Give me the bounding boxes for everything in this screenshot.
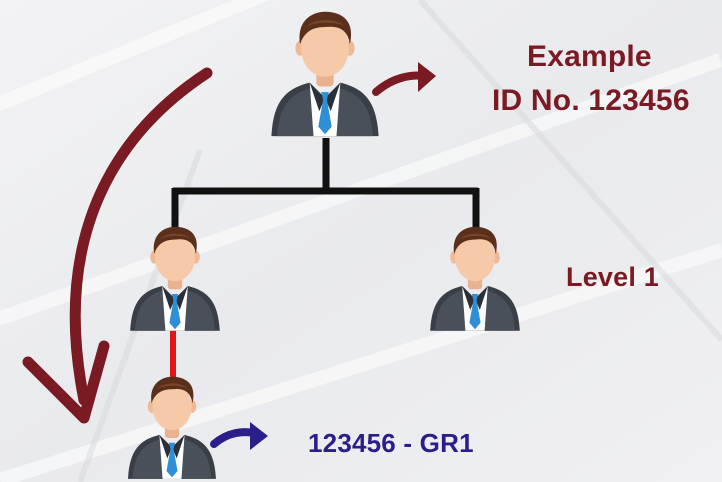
child-arrow-icon [210,422,268,450]
person-icon [271,11,379,137]
curved-arrow-icon [22,67,213,424]
person-icon [128,376,216,479]
tree-connectors [170,138,480,378]
person-icon [130,226,220,331]
root-arrow-icon [372,62,436,96]
id-number-label: ID No. 123456 [492,84,690,117]
child-id-label: 123456 - GR1 [308,428,474,458]
example-label: Example [527,40,652,73]
person-icon [430,226,520,331]
level-label: Level 1 [566,262,659,292]
